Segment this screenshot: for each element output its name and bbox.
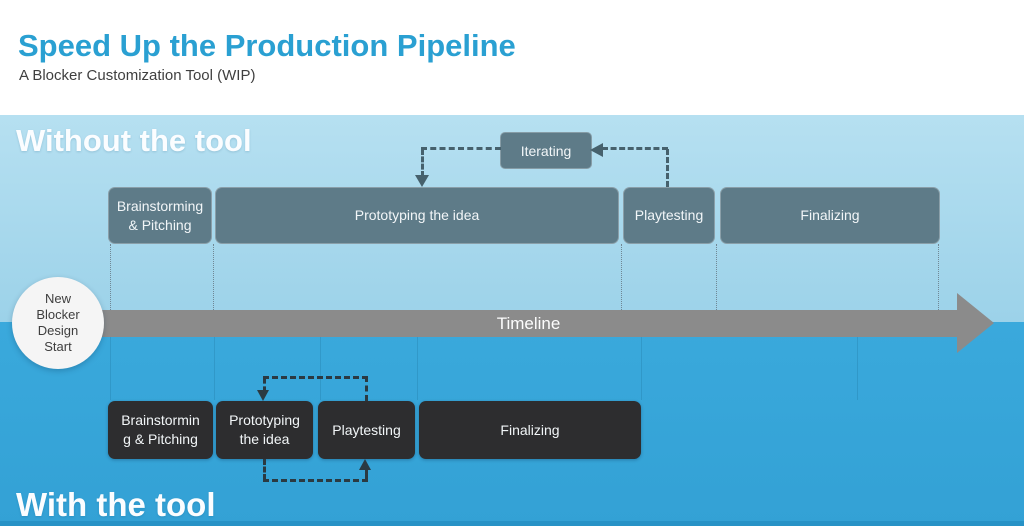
page-subtitle: A Blocker Customization Tool (WIP) <box>19 67 256 84</box>
iterating-arrowhead-down-icon <box>415 175 429 187</box>
stage-bottom-playtesting: Playtesting <box>318 401 415 459</box>
stage-label: Prototyping <box>229 412 300 428</box>
stage-label: Iterating <box>520 142 572 159</box>
circle-line: Design <box>37 323 79 338</box>
new-blocker-design-start-circle: New Blocker Design Start <box>12 277 104 369</box>
loop-arrow-segment <box>365 470 368 481</box>
stage-label: the idea <box>239 431 290 447</box>
loop-arrow-segment <box>263 479 368 482</box>
bottom-edge-strip <box>0 521 1024 526</box>
heading-with-the-tool: With the tool <box>16 486 216 523</box>
circle-line: Blocker <box>36 307 80 322</box>
faint-grid-line <box>417 337 418 400</box>
connector-dotted-line <box>110 244 111 310</box>
loop-arrow-segment <box>263 376 368 379</box>
stage-top-playtesting: Playtesting <box>623 187 715 244</box>
stage-label: Brainstorming <box>116 197 204 214</box>
loop-arrowhead-up-icon <box>359 459 371 470</box>
faint-grid-line <box>214 337 215 400</box>
stage-label: Prototyping the idea <box>354 207 480 223</box>
circle-line: Start <box>44 339 72 354</box>
stage-bottom-prototyping-the-idea: Prototyping the idea <box>216 401 313 459</box>
timeline-arrowhead-icon <box>957 293 994 353</box>
stage-top-finalizing: Finalizing <box>720 187 940 244</box>
stage-label: Finalizing <box>800 207 860 223</box>
stage-label: Finalizing <box>500 421 560 438</box>
stage-bottom-brainstorming-pitching: Brainstormin g & Pitching <box>108 401 213 459</box>
faint-grid-line <box>110 337 111 400</box>
page-title: Speed Up the Production Pipeline <box>18 28 516 63</box>
connector-dotted-line <box>621 244 622 310</box>
timeline-label: Timeline <box>496 313 561 333</box>
iterating-arrow-segment <box>602 147 668 150</box>
stage-bottom-finalizing: Finalizing <box>419 401 641 459</box>
stage-iterating: Iterating <box>500 132 592 169</box>
connector-dotted-line <box>938 244 939 310</box>
loop-arrow-segment <box>365 376 368 401</box>
timeline-bar: Timeline <box>100 310 957 337</box>
stage-label: Playtesting <box>332 421 401 438</box>
heading-without-the-tool: Without the tool <box>16 123 252 158</box>
faint-grid-line <box>857 337 858 400</box>
stage-top-prototyping-the-idea: Prototyping the idea <box>215 187 619 244</box>
iterating-arrow-segment <box>421 149 424 177</box>
stage-label: Brainstormin <box>121 412 200 428</box>
faint-grid-line <box>641 337 642 400</box>
faint-grid-line <box>320 337 321 400</box>
iterating-arrowhead-left-icon <box>590 143 603 157</box>
circle-line: New <box>44 291 71 306</box>
stage-label: Playtesting <box>634 207 704 223</box>
iterating-arrow-segment <box>666 149 669 187</box>
iterating-arrow-segment <box>421 147 501 150</box>
loop-arrowhead-down-icon <box>257 390 269 401</box>
loop-arrow-segment <box>263 459 266 480</box>
connector-dotted-line <box>213 244 214 310</box>
connector-dotted-line <box>716 244 717 310</box>
stage-label: g & Pitching <box>123 431 198 447</box>
loop-arrow-segment <box>263 378 266 392</box>
stage-label: & Pitching <box>128 216 192 233</box>
stage-top-brainstorming-pitching: Brainstorming & Pitching <box>108 187 212 244</box>
